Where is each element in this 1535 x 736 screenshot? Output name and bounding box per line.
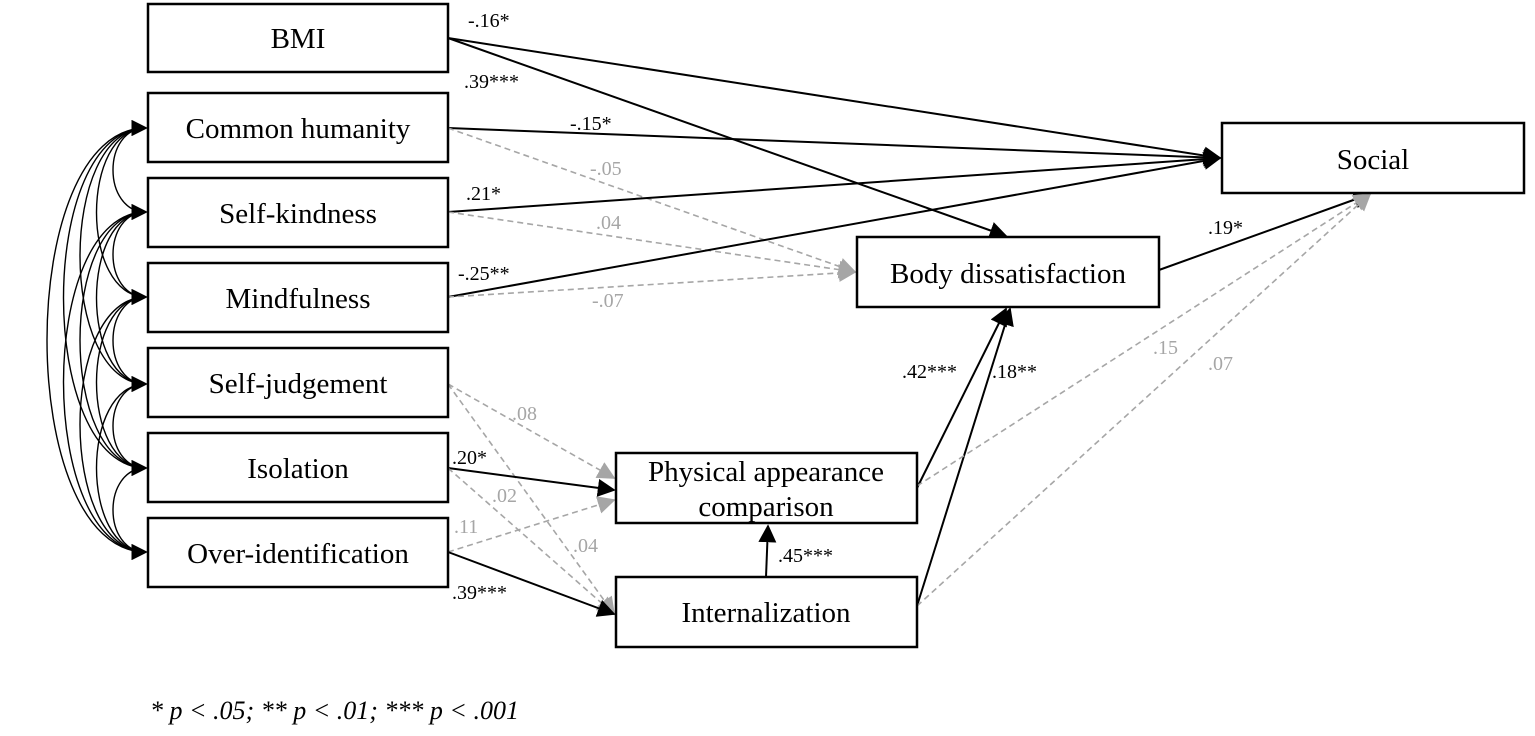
node-physical-appearance-comparison: Physical appearance comparison xyxy=(614,451,919,525)
path-over-identification-to-physical-appearance-comparison xyxy=(447,496,616,553)
significance-footnote: * p < .05; ** p < .01; *** p < .001 xyxy=(150,696,519,725)
node-label-line-2: comparison xyxy=(698,491,834,523)
path-mindfulness-to-body-dissatisfaction-coefficient: -.07 xyxy=(592,290,624,312)
path-common-humanity-to-body-dissatisfaction xyxy=(447,127,857,276)
node-bmi: BMI xyxy=(146,2,450,74)
node-label: Isolation xyxy=(247,453,349,485)
covariance-arc xyxy=(79,204,148,476)
path-over-identification-to-internalization xyxy=(447,551,616,617)
node-isolation: Isolation xyxy=(146,431,450,504)
path-internalization-to-social-coefficient: .07 xyxy=(1208,353,1233,375)
node-label: Body dissatisfaction xyxy=(890,258,1127,290)
node-label: Self-kindness xyxy=(219,198,377,230)
path-common-humanity-to-social xyxy=(447,127,1222,167)
covariance-arc xyxy=(95,289,148,476)
path-physical-appearance-comparison-to-body-dissatisfaction-coefficient: .42*** xyxy=(902,361,957,383)
path-self-judgement-to-internalization-coefficient: .04 xyxy=(573,535,598,557)
path-isolation-to-internalization-coefficient: .02 xyxy=(492,485,517,507)
node-label: BMI xyxy=(271,23,326,55)
path-over-identification-to-physical-appearance-comparison-coefficient: .11 xyxy=(454,516,478,538)
node-social: Social xyxy=(1220,121,1526,195)
path-physical-appearance-comparison-to-social-coefficient: .15 xyxy=(1153,337,1178,359)
covariance-arcs xyxy=(46,120,148,560)
path-bmi-to-social xyxy=(447,37,1222,165)
node-label: Mindfulness xyxy=(226,283,371,315)
path-body-dissatisfaction-to-social-coefficient: .19* xyxy=(1208,217,1243,239)
covariance-arc xyxy=(46,120,148,560)
node-common-humanity: Common humanity xyxy=(146,91,450,164)
node-internalization: Internalization xyxy=(614,575,919,649)
path-common-humanity-to-body-dissatisfaction-coefficient: -.05 xyxy=(590,158,622,180)
covariance-arc xyxy=(112,460,148,560)
covariance-arc xyxy=(62,120,148,476)
path-mindfulness-to-social xyxy=(447,152,1222,298)
path-body-dissatisfaction-to-social xyxy=(1158,191,1372,271)
covariance-arc xyxy=(62,204,148,560)
node-label: Internalization xyxy=(681,597,851,629)
path-mindfulness-to-social-coefficient: -.25** xyxy=(458,263,510,285)
path-over-identification-to-internalization-coefficient: .39*** xyxy=(452,582,507,604)
path-isolation-to-internalization xyxy=(447,467,616,616)
covariance-arc xyxy=(95,204,148,392)
path-common-humanity-to-social-coefficient: -.15* xyxy=(570,113,612,135)
node-label: Self-judgement xyxy=(209,368,388,400)
path-isolation-to-physical-appearance-comparison-coefficient: .20* xyxy=(452,447,487,469)
node-label: Over-identification xyxy=(187,538,409,570)
covariance-arc xyxy=(79,289,148,560)
path-physical-appearance-comparison-to-body-dissatisfaction xyxy=(916,307,1007,489)
path-self-judgement-to-physical-appearance-comparison-coefficient: .08 xyxy=(512,403,537,425)
node-label-line-1: Physical appearance xyxy=(648,456,884,488)
path-bmi-to-social-coefficient: -.16* xyxy=(468,10,510,32)
path-self-kindness-to-social-coefficient: .21* xyxy=(466,183,501,205)
node-label: Common humanity xyxy=(186,113,411,145)
path-internalization-to-social xyxy=(916,192,1372,607)
edges: -.16* .39*** -.15* -.05 .21* .04 -.25** -.07 .19… xyxy=(447,10,1372,617)
covariance-arc xyxy=(79,120,148,392)
path-self-kindness-to-body-dissatisfaction-coefficient: .04 xyxy=(596,212,621,234)
path-internalization-to-body-dissatisfaction xyxy=(916,307,1014,607)
node-body-dissatisfaction: Body dissatisfaction xyxy=(855,235,1161,309)
path-self-kindness-to-social xyxy=(447,150,1222,213)
covariance-arc xyxy=(95,376,148,560)
path-isolation-to-physical-appearance-comparison xyxy=(447,467,616,497)
path-self-judgement-to-internalization xyxy=(447,383,616,616)
covariance-arc xyxy=(95,120,148,305)
node-self-judgement: Self-judgement xyxy=(146,346,450,419)
path-mindfulness-to-body-dissatisfaction xyxy=(447,264,857,298)
node-label: Social xyxy=(1337,144,1410,176)
path-bmi-to-body-dissatisfaction xyxy=(447,37,1008,240)
path-internalization-to-physical-appearance-comparison-coefficient: .45*** xyxy=(778,545,833,567)
node-self-kindness: Self-kindness xyxy=(146,176,450,249)
path-internalization-to-physical-appearance-comparison xyxy=(758,524,777,578)
path-self-judgement-to-physical-appearance-comparison xyxy=(447,383,616,479)
path-self-kindness-to-body-dissatisfaction xyxy=(447,211,857,279)
node-mindfulness: Mindfulness xyxy=(146,261,450,334)
node-over-identification: Over-identification xyxy=(146,516,450,589)
path-internalization-to-body-dissatisfaction-coefficient: .18** xyxy=(992,361,1037,383)
path-bmi-to-body-dissatisfaction-coefficient: .39*** xyxy=(464,71,519,93)
